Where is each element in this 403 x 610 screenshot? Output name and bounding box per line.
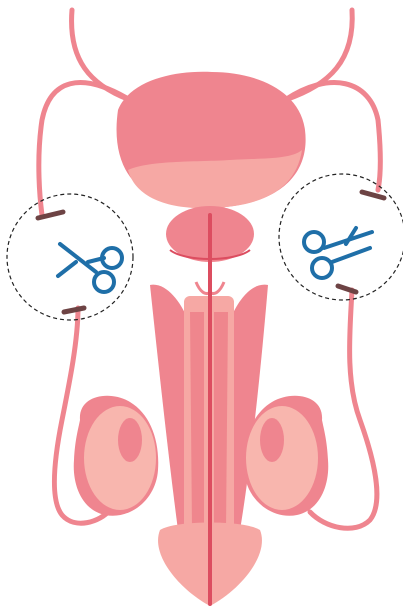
cut-site-left [7,194,133,320]
clamp-upper-right [362,192,384,198]
scissors-icon [304,228,372,278]
clamp-lower-left [64,308,84,312]
penis [150,215,268,606]
bladder [117,72,306,208]
cut-site-outline [279,174,403,300]
cut-site-right [279,174,403,300]
clamp-lower-right [338,286,356,292]
cut-site-outline [7,194,133,320]
scissors-icon [58,244,122,292]
testicle-left [74,396,159,516]
testicle-right [244,396,329,516]
